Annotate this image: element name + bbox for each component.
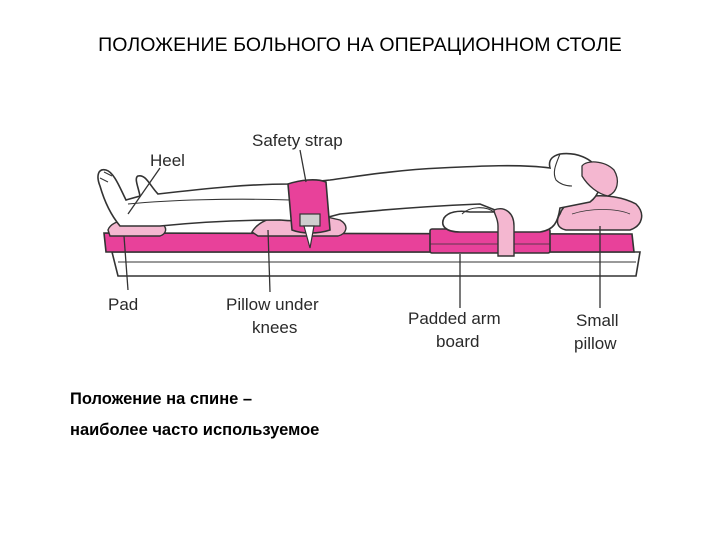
table-pad-strip (103, 232, 635, 253)
label-pad: Pad (108, 295, 138, 314)
label-padded-arm-board-line2: board (436, 332, 479, 351)
caption-line-2: наиболее часто используемое (70, 421, 320, 439)
label-pillow-under-knees-line1: Pillow under (226, 295, 319, 314)
label-heel: Heel (150, 151, 185, 170)
caption-line-1: Положение на спине – (70, 390, 253, 408)
label-safety-strap: Safety strap (252, 131, 343, 150)
leader-lines (123, 149, 601, 308)
strap-buckle (299, 213, 321, 227)
label-small-pillow-line2: pillow (574, 334, 617, 353)
table-base (110, 251, 641, 277)
arm-strap (493, 208, 515, 257)
head-cap (581, 161, 619, 197)
label-padded-arm-board-line1: Padded arm (408, 309, 501, 328)
label-small-pillow-line1: Small (576, 311, 619, 330)
patient-body (97, 152, 602, 233)
page-title: ПОЛОЖЕНИЕ БОЛЬНОГО НА ОПЕРАЦИОННОМ СТОЛЕ (98, 34, 622, 56)
label-pillow-under-knees-line2: knees (252, 318, 297, 337)
